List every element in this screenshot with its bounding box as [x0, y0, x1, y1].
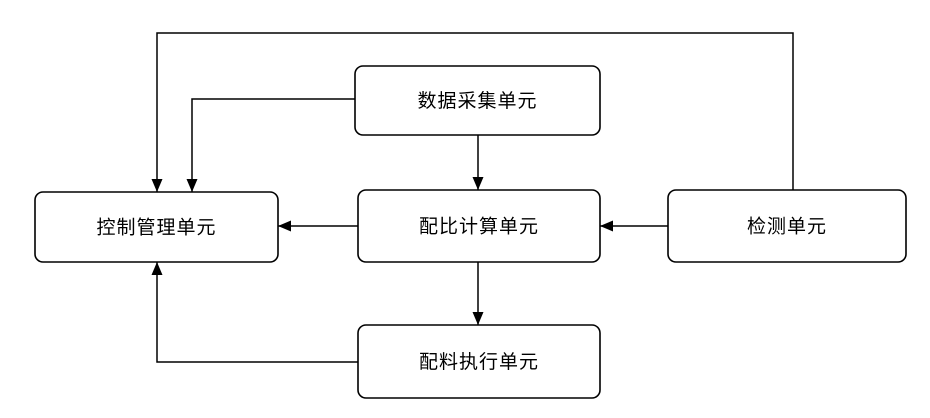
edge-path [156, 262, 358, 363]
node-control-management-unit[interactable]: 控制管理单元 [34, 191, 279, 263]
edge-detection-to-ratio [600, 220, 668, 232]
node-box[interactable] [34, 191, 279, 263]
node-data-acquisition-unit[interactable]: 数据采集单元 [354, 65, 601, 136]
edge-detection-to-control-top [151, 32, 794, 192]
edge-batching-to-control [151, 262, 358, 363]
edge-path [156, 32, 794, 192]
node-label: 配比计算单元 [419, 216, 539, 238]
edge-acquisition-to-control [186, 98, 355, 192]
arrowhead-icon [278, 220, 291, 232]
edge-path [191, 98, 355, 192]
arrowhead-icon [151, 262, 163, 275]
arrowhead-icon [151, 179, 163, 192]
node-ratio-calculation-unit[interactable]: 配比计算单元 [357, 189, 601, 263]
edges-layer [151, 32, 794, 363]
node-label: 控制管理单元 [96, 217, 216, 239]
edge-ratio-to-batching [472, 262, 484, 325]
edge-acquisition-to-ratio [472, 135, 484, 190]
edge-ratio-to-control [278, 220, 358, 232]
node-box[interactable] [354, 65, 601, 136]
arrowhead-icon [472, 177, 484, 190]
arrowhead-icon [186, 179, 198, 192]
node-label: 检测单元 [747, 216, 827, 238]
node-box[interactable] [357, 324, 601, 399]
arrowhead-icon [472, 312, 484, 325]
node-box[interactable] [667, 189, 907, 263]
arrowhead-icon [600, 220, 613, 232]
node-detection-unit[interactable]: 检测单元 [667, 189, 907, 263]
node-label: 数据采集单元 [417, 90, 537, 112]
node-label: 配料执行单元 [419, 351, 539, 373]
node-batching-execution-unit[interactable]: 配料执行单元 [357, 324, 601, 399]
node-box[interactable] [357, 189, 601, 263]
